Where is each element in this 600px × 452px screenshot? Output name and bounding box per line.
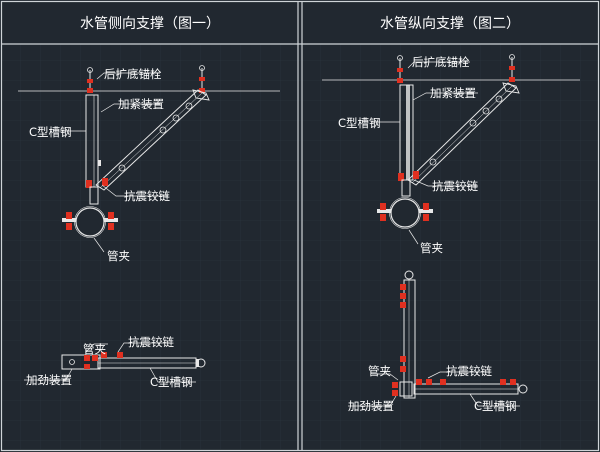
label-pipe-clamp: 管夹	[420, 241, 443, 255]
c-channel-vertical-detail	[403, 279, 416, 399]
diagonal-brace	[95, 89, 207, 191]
stiffening-bracket	[61, 354, 101, 370]
label-pipe-clamp-detail: 管夹	[368, 364, 391, 378]
label-anchor-bolt: 后扩底锚栓	[104, 67, 162, 81]
label-stiffening-device: 加劲装置	[26, 373, 72, 387]
label-pipe-clamp-detail: 管夹	[83, 342, 106, 356]
label-c-channel-detail: C型槽钢	[150, 375, 193, 389]
label-c-channel: C型槽钢	[338, 116, 381, 130]
label-seismic-hinge-detail: 抗震铰链	[446, 364, 492, 378]
pipe-section	[390, 198, 420, 228]
diagonal-brace	[407, 82, 517, 186]
label-c-channel-detail: C型槽钢	[474, 399, 517, 413]
label-seismic-hinge-detail: 抗震铰链	[128, 335, 174, 349]
label-anchor-bolt: 后扩底锚栓	[412, 55, 470, 69]
label-c-channel: C型槽钢	[29, 125, 72, 139]
label-seismic-hinge: 抗震铰链	[124, 189, 170, 203]
label-seismic-hinge: 抗震铰链	[432, 179, 478, 193]
panel-1-brace-detail: 管夹 抗震铰链 加劲装置 C型槽钢	[24, 335, 206, 389]
label-tightening-device: 加紧装置	[118, 97, 164, 111]
panel-2-brace-detail: 管夹 抗震铰链 加劲装置 C型槽钢	[348, 270, 528, 413]
panel-2-longitudinal-brace: 后扩底锚栓 加紧装置 C型槽钢 抗震铰链 管夹	[322, 54, 580, 255]
label-tightening-device: 加紧装置	[430, 86, 476, 100]
label-stiffening-device: 加劲装置	[348, 399, 394, 413]
label-pipe-clamp: 管夹	[107, 249, 130, 263]
panel-1-title: 水管侧向支撑（图一）	[80, 16, 220, 32]
pipe-section	[75, 207, 105, 237]
panel-2-title: 水管纵向支撑（图二）	[380, 16, 520, 32]
panel-1-lateral-brace: 后扩底锚栓 加紧装置 C型槽钢 抗震铰链 管夹	[18, 65, 280, 263]
stiffening-bracket	[399, 381, 413, 397]
